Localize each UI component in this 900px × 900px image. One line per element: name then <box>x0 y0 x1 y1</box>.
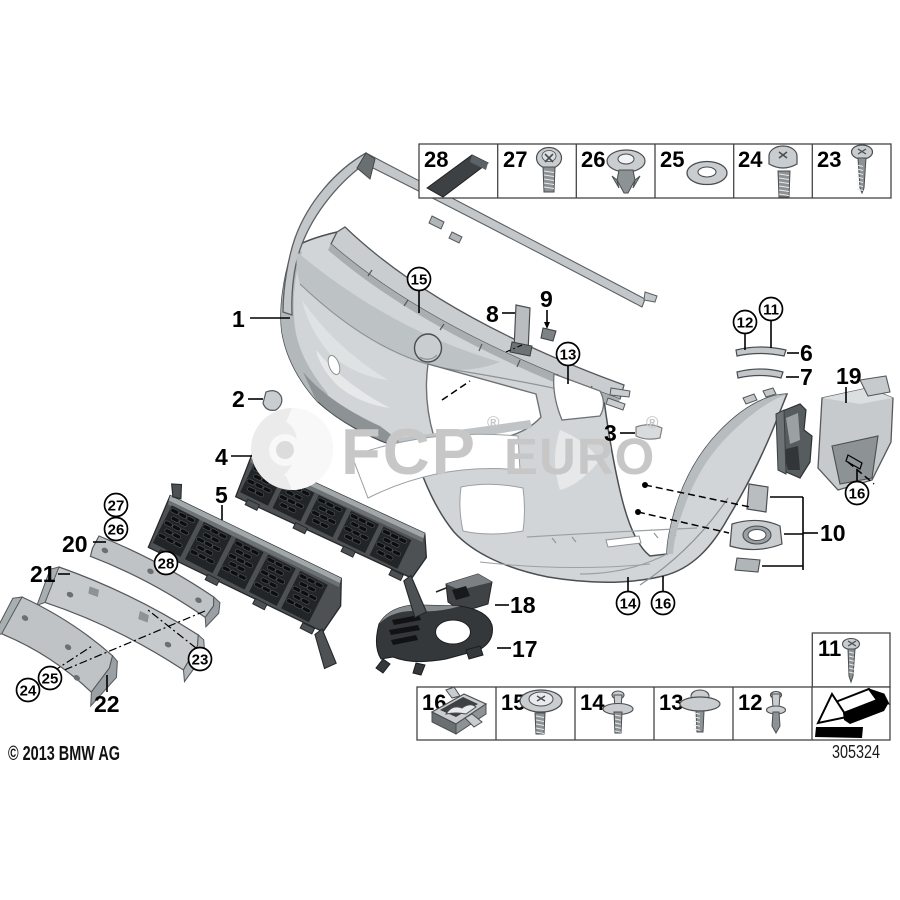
svg-text:24: 24 <box>738 147 763 172</box>
svg-text:12: 12 <box>738 690 762 715</box>
svg-text:10: 10 <box>820 520 846 546</box>
svg-text:6: 6 <box>800 340 813 366</box>
svg-text:9: 9 <box>540 286 553 312</box>
svg-text:16: 16 <box>655 596 672 613</box>
svg-text:14: 14 <box>620 596 637 613</box>
svg-text:®: ® <box>646 413 659 432</box>
svg-text:16: 16 <box>849 486 866 503</box>
svg-text:© 2013 BMW AG: © 2013 BMW AG <box>8 743 120 765</box>
svg-text:5: 5 <box>215 482 228 508</box>
svg-text:26: 26 <box>108 522 125 539</box>
svg-text:26: 26 <box>581 147 605 172</box>
svg-text:1: 1 <box>232 306 245 332</box>
svg-text:28: 28 <box>158 556 175 573</box>
svg-text:25: 25 <box>660 147 684 172</box>
svg-text:25: 25 <box>42 671 59 688</box>
svg-text:17: 17 <box>512 636 538 662</box>
svg-text:7: 7 <box>800 364 813 390</box>
svg-text:21: 21 <box>30 561 56 587</box>
svg-text:®: ® <box>487 413 500 432</box>
svg-text:12: 12 <box>737 315 754 332</box>
svg-text:2: 2 <box>232 386 245 412</box>
svg-text:27: 27 <box>108 498 125 515</box>
svg-text:22: 22 <box>94 691 120 717</box>
svg-text:11: 11 <box>818 636 841 661</box>
svg-text:11: 11 <box>763 302 779 319</box>
svg-text:20: 20 <box>62 531 88 557</box>
svg-text:13: 13 <box>659 690 683 715</box>
svg-text:19: 19 <box>836 363 862 389</box>
svg-text:28: 28 <box>424 147 448 172</box>
svg-text:305324: 305324 <box>832 742 880 762</box>
svg-text:3: 3 <box>604 420 617 446</box>
svg-text:FCP: FCP <box>341 415 477 488</box>
svg-text:27: 27 <box>503 147 527 172</box>
svg-text:EURO: EURO <box>504 428 655 485</box>
svg-text:18: 18 <box>510 592 536 618</box>
svg-text:15: 15 <box>411 272 428 289</box>
svg-text:4: 4 <box>215 444 228 470</box>
svg-text:14: 14 <box>580 690 605 715</box>
svg-text:24: 24 <box>20 683 37 700</box>
svg-text:23: 23 <box>192 652 209 669</box>
svg-text:8: 8 <box>486 301 499 327</box>
svg-text:23: 23 <box>817 147 841 172</box>
svg-text:13: 13 <box>560 347 577 364</box>
